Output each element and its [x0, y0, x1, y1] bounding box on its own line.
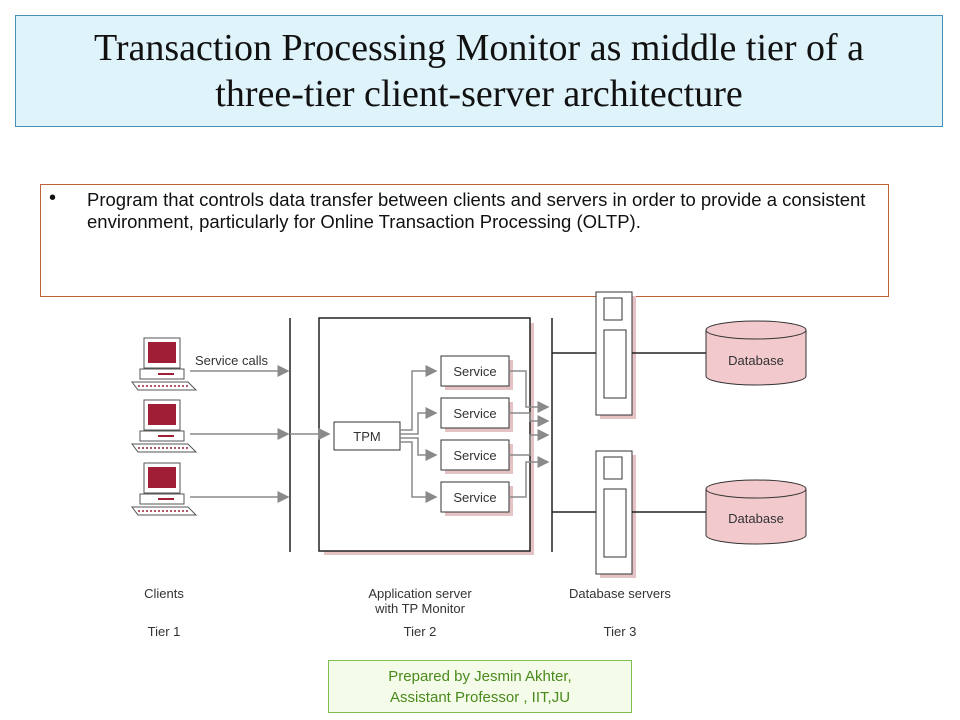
bullet-dot-icon: • [49, 187, 57, 209]
tpm-service-connectors [400, 365, 438, 503]
architecture-diagram: Service calls TPM Service Service Servic… [131, 291, 807, 639]
client-computer-1-icon [131, 337, 197, 391]
database-2-icon: Database [705, 479, 807, 545]
service-label-2: Service [453, 406, 496, 421]
footer-line-2: Assistant Professor , IIT,JU [389, 688, 571, 706]
footer-credit-box: Prepared by Jesmin Akhter, Assistant Pro… [328, 660, 632, 713]
tpm-box [333, 421, 401, 451]
tier1-label: Tier 1 [148, 624, 181, 639]
service-box-3: Service [440, 439, 513, 474]
service-label-1: Service [453, 364, 496, 379]
title-box: Transaction Processing Monitor as middle… [15, 15, 943, 127]
tier3-name: Database servers [569, 586, 671, 601]
tier2-name-line1: Application server [368, 586, 472, 601]
title-line-2: three-tier client-server architecture [215, 73, 743, 115]
service-db-connectors [509, 370, 550, 498]
tier2-name-line2: with TP Monitor [374, 601, 466, 616]
bullet-box: • Program that controls data transfer be… [40, 184, 889, 297]
database-1-icon: Database [705, 320, 807, 386]
database-label-1: Database [728, 353, 784, 368]
title-line-1: Transaction Processing Monitor as middle… [93, 27, 865, 69]
tier1-name: Clients [144, 586, 184, 601]
bullet-text: Program that controls data transfer betw… [87, 189, 866, 232]
tier3-label: Tier 3 [604, 624, 637, 639]
service-box-4: Service [440, 481, 513, 516]
service-calls-label: Service calls [195, 353, 268, 368]
service-box-2: Service [440, 397, 513, 432]
service-box-1: Service [440, 355, 513, 390]
client-computer-3-icon [131, 462, 197, 516]
db-server-2-icon [595, 450, 636, 578]
service-label-4: Service [453, 490, 496, 505]
footer-line-1: Prepared by Jesmin Akhter, [388, 667, 572, 685]
tpm-label: TPM [353, 429, 380, 444]
db-server-1-icon [595, 291, 636, 419]
client-computer-2-icon [131, 399, 197, 453]
service-label-3: Service [453, 448, 496, 463]
tier2-label: Tier 2 [404, 624, 437, 639]
database-label-2: Database [728, 511, 784, 526]
